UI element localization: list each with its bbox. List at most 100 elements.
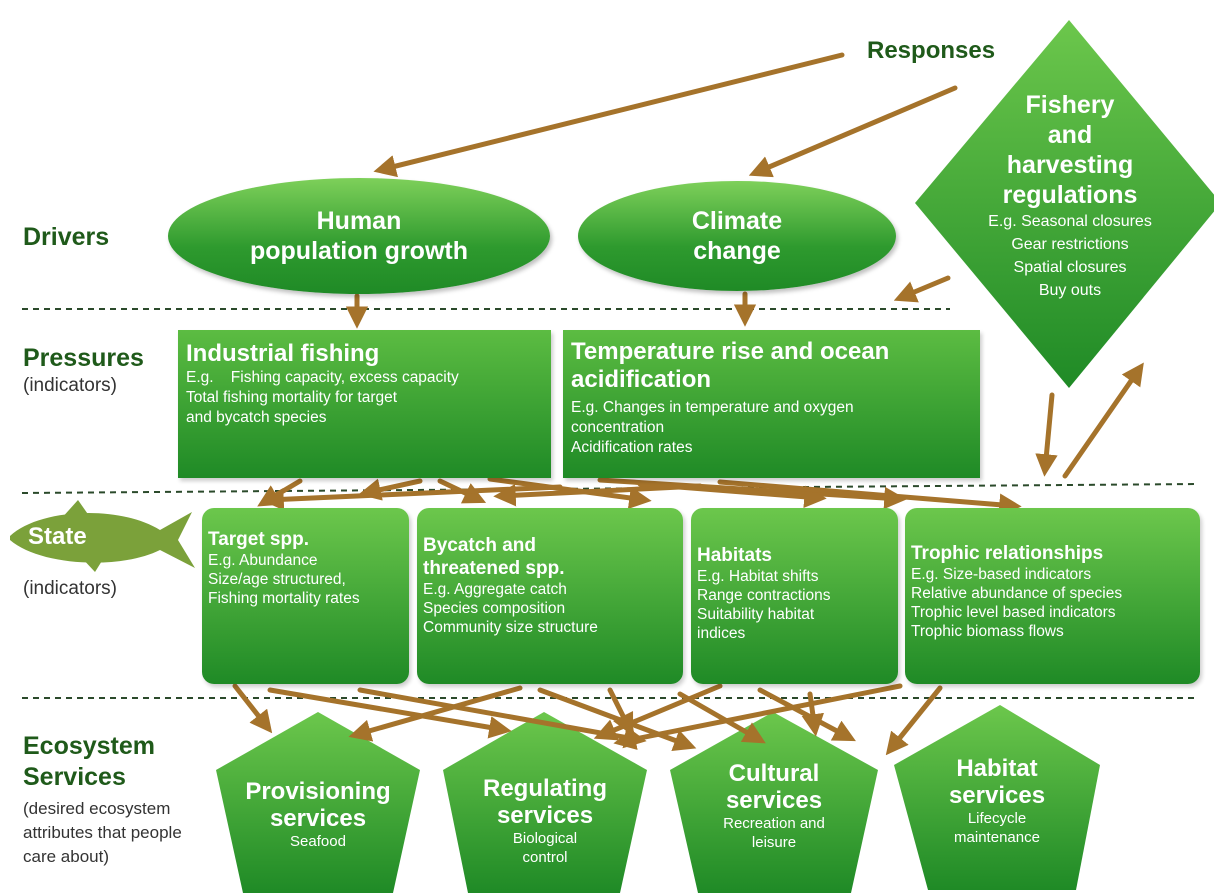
- driver-climate-change: Climate change: [578, 181, 896, 291]
- pressure-line: E.g. Fishing capacity, excess capacity: [186, 369, 459, 386]
- fishery-detail-line: E.g. Seasonal closures: [988, 213, 1152, 230]
- fishery-title-line: harvesting: [1006, 151, 1134, 179]
- arrow-response-to-climate: [748, 85, 958, 178]
- fishery-diamond-shape: [915, 20, 1214, 388]
- pressure-line: concentration: [571, 419, 665, 436]
- service-title-line: services: [269, 805, 367, 832]
- provisioning-pentagon: [216, 712, 420, 893]
- state-line: Range contractions: [697, 587, 831, 604]
- state-sublabel: (indicators): [23, 578, 117, 599]
- services-label: Services: [23, 763, 126, 791]
- fishery-detail-line: Buy outs: [1038, 282, 1102, 299]
- service-line: Biological: [512, 830, 578, 847]
- arrow-s-2: [267, 687, 512, 739]
- state-line: indices: [697, 625, 746, 642]
- arrow-s-10: [613, 683, 903, 750]
- pressure-line: and bycatch species: [186, 409, 327, 426]
- arrow-p-7: [717, 479, 1022, 516]
- drivers-label: Drivers: [23, 223, 110, 251]
- state-line: E.g. Size-based indicators: [911, 566, 1092, 583]
- service-title-line: services: [496, 802, 594, 829]
- responses-label: Responses: [867, 37, 996, 64]
- state-line: Size/age structured,: [208, 571, 346, 588]
- driver-line: Human: [316, 207, 402, 235]
- state-title-line: threatened spp.: [423, 558, 565, 579]
- pressures-sublabel: (indicators): [23, 375, 117, 396]
- driver-line: change: [693, 237, 781, 265]
- state-line: Fishing mortality rates: [208, 590, 360, 607]
- ecosystem-sub-line: (desired ecosystem: [23, 799, 171, 818]
- arrow-p-2: [358, 478, 423, 501]
- service-line: Recreation and: [723, 815, 825, 832]
- state-line: Species composition: [423, 600, 566, 617]
- pressure-line: Acidification rates: [571, 439, 693, 456]
- pressure-industrial-fishing: Industrial fishing E.g. Fishing capacity…: [178, 330, 551, 478]
- service-line: leisure: [751, 834, 797, 851]
- state-line: Trophic level based indicators: [911, 604, 1116, 621]
- service-title-line: Cultural: [728, 760, 820, 787]
- service-title-line: Habitat: [956, 755, 1038, 782]
- fishery-detail-line: Spatial closures: [1013, 259, 1127, 276]
- driver-human-population: Human population growth: [168, 178, 550, 294]
- service-habitat: Habitat services Lifecycle maintenance: [894, 755, 1100, 847]
- service-cultural: Cultural services Recreation and leisure: [670, 760, 878, 852]
- service-line: Seafood: [290, 833, 346, 850]
- driver-line: population growth: [249, 237, 468, 265]
- state-title-line: Target spp.: [208, 529, 309, 550]
- arrow-s-3: [357, 687, 647, 749]
- arrow-trophic-to-regulation: [1062, 362, 1144, 479]
- service-regulating: Regulating services Biological control: [443, 775, 647, 867]
- arrow-s-11: [885, 685, 943, 756]
- fishery-title-line: and: [1047, 121, 1093, 149]
- state-line: Suitability habitat: [697, 606, 815, 623]
- state-bycatch-threatened: Bycatch and threatened spp. E.g. Aggrega…: [417, 508, 683, 684]
- service-title-line: Regulating: [483, 775, 607, 802]
- state-line: Relative abundance of species: [911, 585, 1123, 602]
- state-title-line: Trophic relationships: [911, 543, 1104, 564]
- ecosystem-sublabel: (desired ecosystem attributes that peopl…: [23, 797, 182, 869]
- fishery-title-line: regulations: [1002, 181, 1138, 209]
- service-title-line: Provisioning: [245, 778, 391, 805]
- state-line: E.g. Aggregate catch: [423, 581, 567, 598]
- service-line: control: [522, 849, 568, 866]
- state-trophic-relationships: Trophic relationships E.g. Size-based in…: [905, 508, 1200, 684]
- fishery-title-line: Fishery: [1025, 91, 1115, 119]
- state-line: Community size structure: [423, 619, 598, 636]
- state-line: E.g. Abundance: [208, 552, 318, 569]
- state-line: Trophic biomass flows: [911, 623, 1064, 640]
- arrow-s-12: [677, 691, 766, 744]
- fishery-regulations-text: Fishery and harvesting regulations E.g. …: [945, 90, 1195, 302]
- pressure-temperature-acidification: Temperature rise and ocean acidification…: [563, 330, 980, 478]
- cultural-pentagon: [670, 712, 878, 893]
- arrow-p-9: [493, 483, 703, 507]
- arrow-s-7: [593, 683, 723, 741]
- arrow-s-1: [232, 683, 273, 734]
- driver-line: Climate: [691, 207, 783, 235]
- service-title-line: services: [725, 787, 823, 814]
- state-title-line: Habitats: [697, 545, 772, 566]
- arrow-p-4: [487, 476, 652, 510]
- service-title-line: services: [948, 782, 1046, 809]
- state-habitats: Habitats E.g. Habitat shifts Range contr…: [691, 508, 898, 684]
- state-label: State: [28, 523, 87, 550]
- arrow-regulation-to-drivers: [893, 275, 951, 303]
- ecosystem-label: Ecosystem: [23, 732, 156, 760]
- fishery-detail-line: Gear restrictions: [1011, 236, 1129, 253]
- arrow-s-9: [801, 691, 824, 737]
- pressure-title-line: Temperature rise and ocean: [571, 338, 890, 365]
- habitat-pentagon: [894, 705, 1100, 890]
- ecosystem-sub-line: attributes that people: [23, 823, 182, 842]
- service-line: Lifecycle: [967, 810, 1027, 827]
- ecosystem-sub-line: care about): [23, 847, 109, 866]
- state-title-line: Bycatch and: [423, 535, 536, 556]
- arrow-s-4: [348, 685, 523, 742]
- pressure-title-line: acidification: [571, 366, 712, 393]
- state-line: E.g. Habitat shifts: [697, 568, 819, 585]
- state-target-spp: Target spp. E.g. Abundance Size/age stru…: [202, 508, 409, 684]
- pressures-label: Pressures: [23, 344, 144, 372]
- pressure-line: Total fishing mortality for target: [186, 389, 398, 406]
- regulating-pentagon: [443, 712, 647, 893]
- service-line: maintenance: [954, 829, 1040, 846]
- tuna-fish-icon: [10, 500, 195, 572]
